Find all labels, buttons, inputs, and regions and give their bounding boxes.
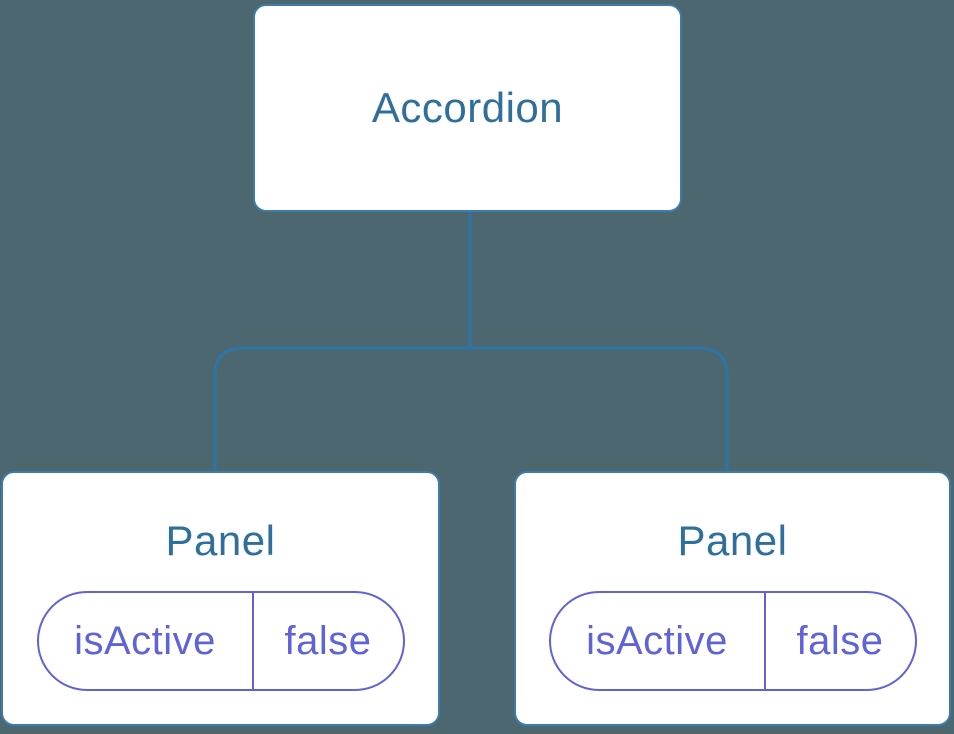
accordion-node: Accordion: [253, 4, 682, 212]
accordion-node-label: Accordion: [371, 84, 564, 131]
panel-node-label: Panel: [165, 517, 276, 564]
panel-node-left: Panel isActive false: [1, 471, 440, 726]
state-value: false: [796, 618, 884, 663]
state-key: isActive: [551, 593, 766, 689]
panel-node-right: Panel isActive false: [514, 471, 951, 726]
state-key: isActive: [39, 593, 254, 689]
state-pill: isActive false: [548, 591, 917, 691]
branch-bracket-line: [213, 346, 729, 471]
state-pill: isActive false: [36, 591, 405, 691]
state-value: false: [284, 618, 372, 663]
panel-node-label: Panel: [677, 517, 788, 564]
